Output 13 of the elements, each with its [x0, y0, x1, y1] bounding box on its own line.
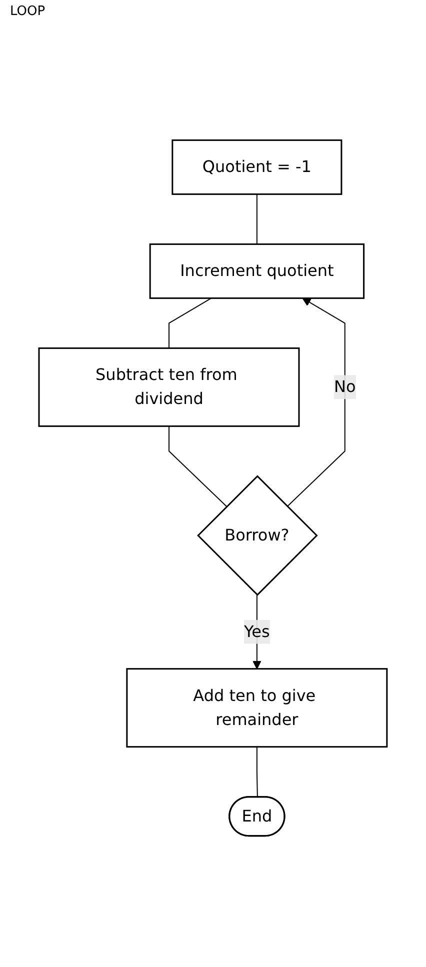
- node-box: Quotient = -1: [172, 139, 342, 195]
- connector: [256, 194, 258, 245]
- node-box: Subtract ten from dividend: [38, 347, 300, 427]
- node-box: Increment quotient: [149, 243, 365, 299]
- arrow: [286, 298, 346, 507]
- edge-label: No: [334, 377, 356, 396]
- node-diamond: Borrow?: [197, 475, 318, 596]
- connector: [256, 746, 258, 798]
- loop-label: LOOP: [10, 4, 46, 19]
- connector: [168, 426, 228, 507]
- edge-label: Yes: [244, 622, 270, 641]
- connector: [168, 298, 212, 349]
- node-box: Add ten to give remainder: [126, 668, 388, 748]
